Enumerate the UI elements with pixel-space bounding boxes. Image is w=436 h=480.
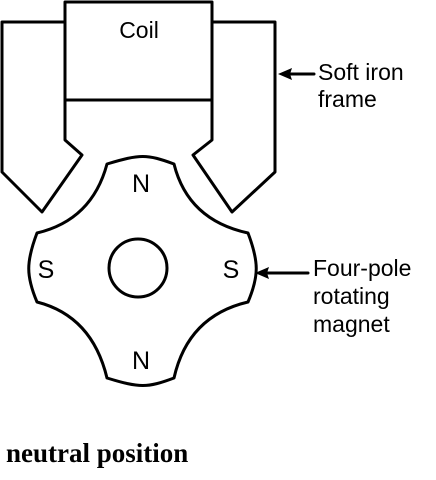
soft-iron-frame-left xyxy=(0,20,84,214)
pole-label-left: S xyxy=(38,256,55,284)
frame-pointer-arrowhead xyxy=(278,68,292,80)
frame-label-line2: frame xyxy=(318,86,377,112)
caption: neutral position xyxy=(6,438,188,468)
magnet-center-hole xyxy=(107,237,169,299)
magnet-pointer-arrowhead xyxy=(255,267,269,279)
soft-iron-frame-right xyxy=(191,20,277,214)
frame-label-line1: Soft iron xyxy=(318,59,404,85)
coil-box xyxy=(63,0,214,102)
pole-label-bottom: N xyxy=(132,347,150,375)
coil-label: Coil xyxy=(119,17,159,43)
pole-label-right: S xyxy=(223,256,240,284)
magnet-label-line1: Four-pole xyxy=(313,255,411,281)
magnet-label-line3: magnet xyxy=(313,311,390,337)
pole-label-top: N xyxy=(132,170,150,198)
magnet-label-line2: rotating xyxy=(313,283,390,309)
